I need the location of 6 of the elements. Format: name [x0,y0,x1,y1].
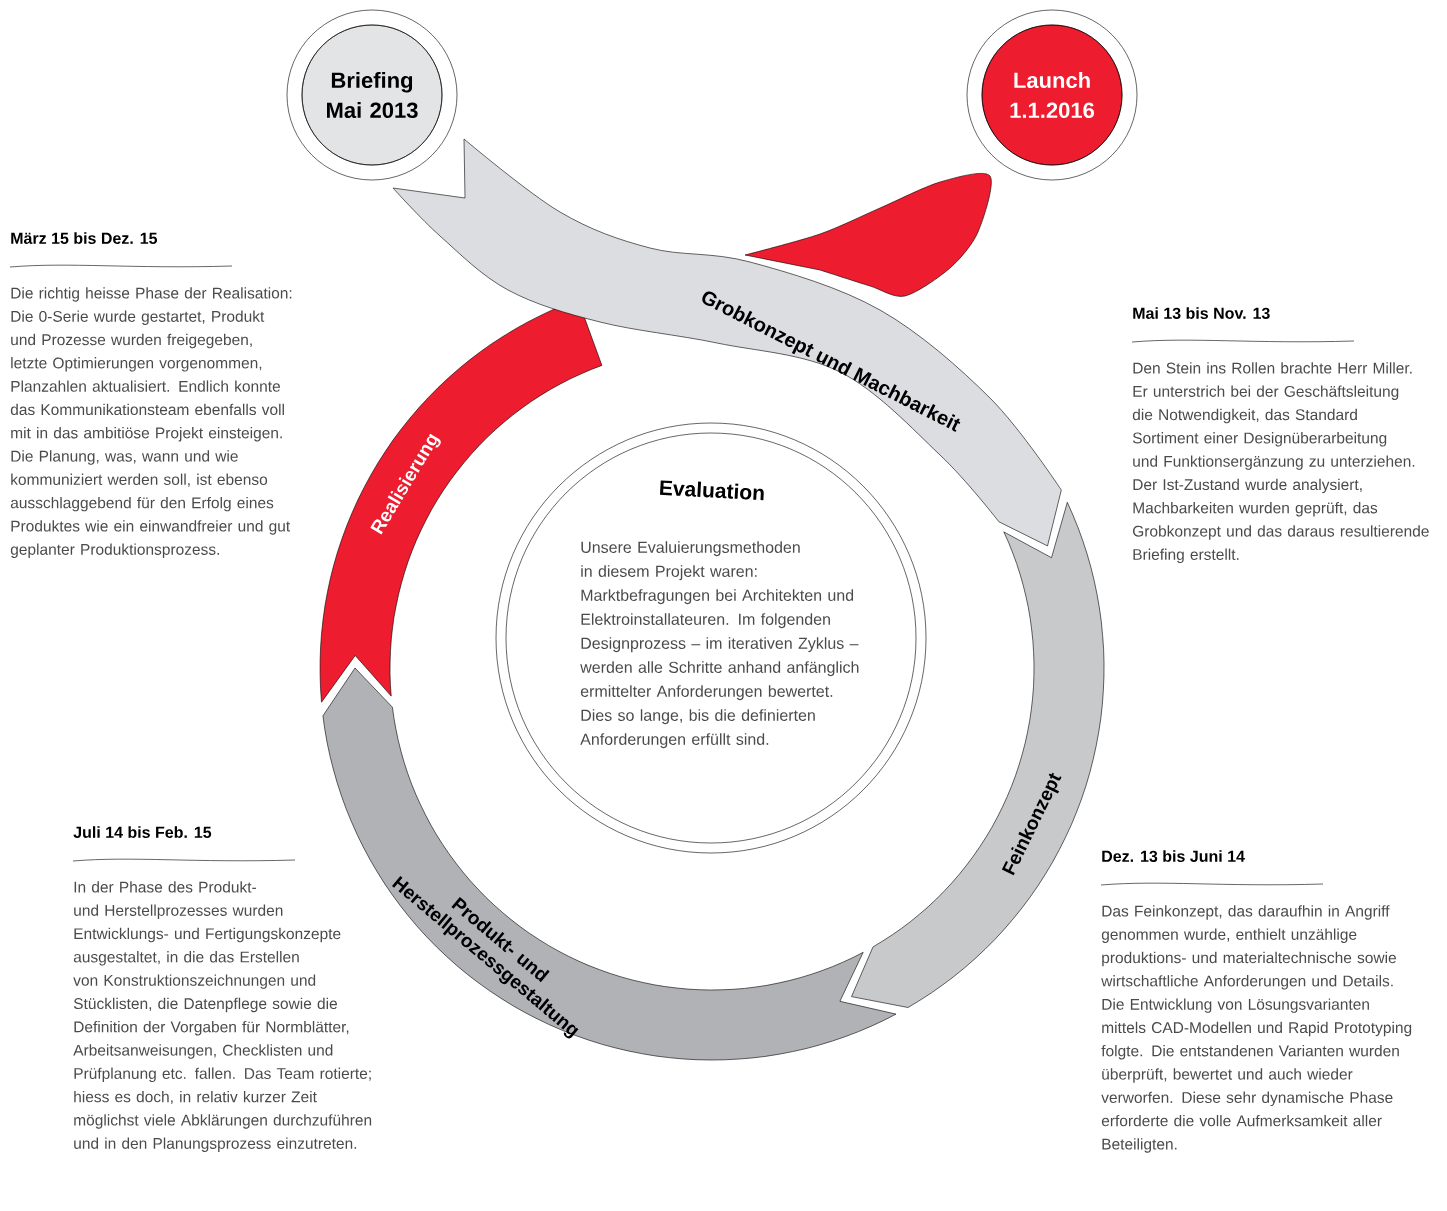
paragraph: Die richtig heisse Phase der Realisation: Die 0-Serie wurde gestartet, Produkt und Prozesse wurden freigegeben, letzte Optimierungen vorgenommen, Planzahlen aktualisiert. Endlich konnte das Kommunikationsteam ebenfalls voll mit in das ambitiöse Projekt einsteigen. Die Planung, was, wann und wie kommuniziert werden soll, ist ebenso ausschlaggebend für den Erfolg eines Produktes wie ein einwandfreier und gut geplanter Produktionsprozess. [10,287,292,558]
date-heading: Juli 14 bis Feb. 15 [73,826,212,838]
paragraph: Den Stein ins Rollen brachte Herr Miller. Er unterstrich bei der Geschäftsleitung die Notwendigkeit, das Standard Sortiment einer Designüberarbeitung und Funktionsergänzung zu unterziehen. Der Ist-Zustand wurde analysiert, Machbarkeiten wurden geprüft, das Grobkonzept und das daraus resultierende Briefing erstellt. [1132,362,1429,564]
date-heading: Mai 13 bis Nov. 13 [1133,307,1270,319]
date-heading: Dez. 13 bis Juni 14 [1102,850,1245,862]
date-heading: März 15 bis Dez. 15 [11,232,158,244]
